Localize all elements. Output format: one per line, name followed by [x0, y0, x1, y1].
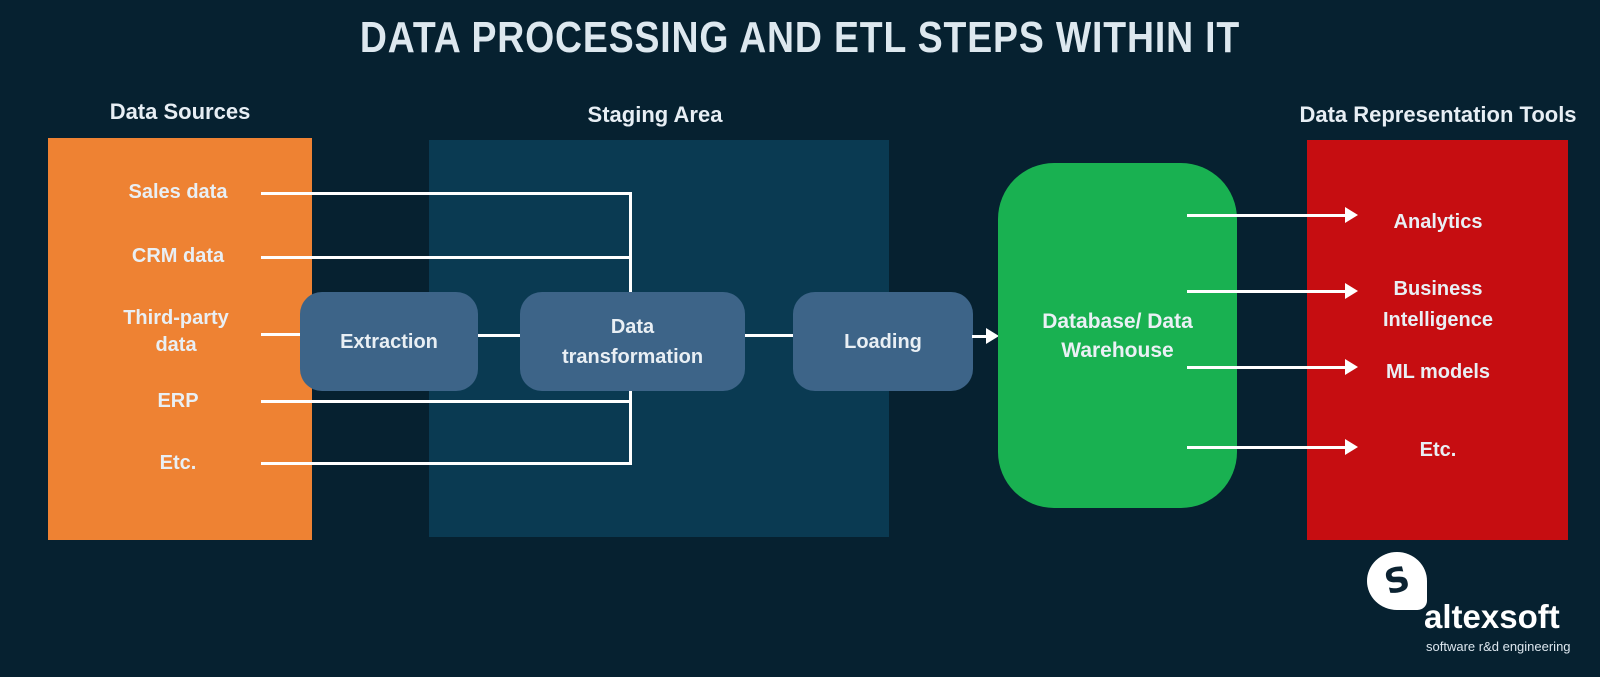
loading-step-box: Loading	[793, 292, 973, 391]
connector-sales-line	[261, 192, 632, 195]
connector-business-intelligence-line	[1187, 290, 1347, 293]
data-transformation-step-box: Data transformation	[520, 292, 745, 391]
database-data-warehouse-label: Database/ Data Warehouse	[1042, 309, 1193, 362]
connector-transformation-loading-line	[745, 334, 793, 337]
page-title: DATA PROCESSING AND ETL STEPS WITHIN IT	[359, 13, 1241, 62]
connector-ml-models-line	[1187, 366, 1347, 369]
representation-item-business-intelligence: Business Intelligence	[1382, 278, 1494, 331]
source-item-sales-data: Sales data	[128, 181, 228, 203]
connector-extraction-transformation-line	[478, 334, 520, 337]
data-transformation-step-label: Data transformation	[561, 315, 704, 368]
altexsoft-logo-name: altexsoft	[1424, 598, 1560, 635]
representation-item-ml-models: ML models	[1385, 361, 1491, 383]
staging-area-heading: Staging Area	[587, 102, 723, 127]
connector-top-vertical-line	[629, 192, 632, 293]
connector-erp-line	[261, 400, 632, 403]
data-sources-heading: Data Sources	[109, 99, 251, 124]
arrow-right-icon	[1345, 207, 1358, 223]
extraction-step-box: Extraction	[300, 292, 478, 391]
source-item-crm-data: CRM data	[131, 245, 225, 267]
source-item-erp: ERP	[157, 390, 199, 412]
altexsoft-logo-tagline: software r&d engineering	[1426, 639, 1571, 654]
source-item-etc: Etc.	[159, 452, 197, 474]
connector-loading-warehouse-line	[972, 335, 988, 338]
arrow-right-icon	[986, 328, 999, 344]
extraction-step-label: Extraction	[340, 330, 438, 353]
arrow-right-icon	[1345, 283, 1358, 299]
arrow-right-icon	[1345, 359, 1358, 375]
database-data-warehouse-box: Database/ Data Warehouse	[998, 163, 1237, 508]
altexsoft-logo-icon: S	[1367, 552, 1427, 610]
connector-etc-tools-line	[1187, 446, 1347, 449]
representation-item-analytics: Analytics	[1393, 211, 1483, 233]
source-item-third-party-data: Third-party data	[123, 307, 229, 356]
connector-etc-line	[261, 462, 632, 465]
connector-third-party-line	[261, 333, 303, 336]
loading-step-label: Loading	[844, 330, 922, 353]
representation-item-etc: Etc.	[1419, 439, 1457, 461]
data-sources-box	[48, 138, 312, 540]
arrow-right-icon	[1345, 439, 1358, 455]
altexsoft-logo-glyph: S	[1380, 558, 1414, 604]
connector-analytics-line	[1187, 214, 1347, 217]
data-representation-tools-heading: Data Representation Tools	[1299, 102, 1577, 127]
data-representation-tools-box	[1307, 140, 1568, 540]
connector-crm-line	[261, 256, 632, 259]
connector-bottom-vertical-line	[629, 391, 632, 465]
